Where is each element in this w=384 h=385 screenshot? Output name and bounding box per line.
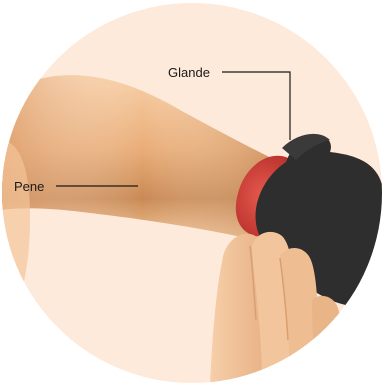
glande-label: Glande [168,66,210,79]
pene-label: Pene [14,180,44,193]
